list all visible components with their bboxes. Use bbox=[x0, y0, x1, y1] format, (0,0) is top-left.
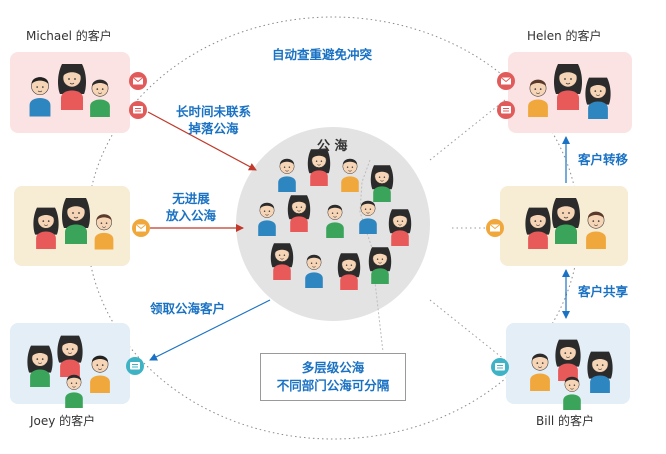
person-figure bbox=[57, 335, 83, 377]
person-figure bbox=[555, 339, 581, 381]
person-figure bbox=[341, 158, 359, 192]
person-figure bbox=[90, 355, 110, 393]
people-bill bbox=[530, 339, 613, 410]
label-share: 客户共享 bbox=[578, 284, 629, 299]
label-no-progress-line1: 无进展 bbox=[172, 191, 210, 206]
message-icon bbox=[129, 101, 147, 119]
person-figure bbox=[528, 79, 548, 117]
person-figure bbox=[326, 204, 344, 238]
arrow-claim-customer bbox=[149, 299, 271, 361]
label-joey-customers: Joey 的客户 bbox=[30, 414, 96, 428]
note-line1: 多层级公海 bbox=[301, 360, 365, 375]
connector-bill bbox=[429, 299, 506, 361]
people-helen bbox=[528, 64, 611, 119]
person-figure bbox=[370, 165, 394, 202]
message-icon bbox=[497, 101, 515, 119]
label-michael-customers: Michael 的客户 bbox=[26, 29, 112, 43]
person-figure bbox=[33, 207, 59, 249]
person-figure bbox=[530, 353, 550, 391]
arrow-drop-to-pool bbox=[147, 111, 257, 171]
message-icon bbox=[126, 357, 144, 375]
mail-icon bbox=[129, 72, 147, 90]
person-figure bbox=[90, 79, 110, 117]
person-figure bbox=[586, 211, 606, 249]
person-figure bbox=[62, 198, 90, 244]
label-claim: 领取公海客户 bbox=[150, 301, 226, 316]
person-figure bbox=[337, 253, 361, 290]
person-figure bbox=[585, 77, 611, 119]
person-figure bbox=[359, 200, 377, 234]
label-bill-customers: Bill 的客户 bbox=[536, 414, 595, 428]
person-figure bbox=[27, 345, 53, 387]
person-figure bbox=[305, 254, 323, 288]
pool-title: 公 海 bbox=[317, 139, 348, 154]
people-pool bbox=[258, 149, 412, 290]
person-figure bbox=[58, 64, 86, 110]
mail-icon bbox=[497, 72, 515, 90]
label-no-progress: 无进展 放入公海 bbox=[166, 190, 216, 224]
person-figure bbox=[388, 209, 412, 246]
person-figure bbox=[307, 149, 331, 186]
person-figure bbox=[65, 374, 83, 408]
mail-icon bbox=[486, 219, 504, 237]
people-middle-left bbox=[33, 198, 114, 250]
person-figure bbox=[270, 243, 294, 280]
message-icon bbox=[491, 358, 509, 376]
person-figure bbox=[554, 64, 582, 110]
person-figure bbox=[94, 214, 114, 250]
person-figure bbox=[287, 195, 311, 232]
person-figure bbox=[29, 77, 51, 117]
people-middle-right bbox=[525, 198, 606, 249]
person-figure bbox=[525, 207, 551, 249]
label-transfer: 客户转移 bbox=[578, 152, 629, 167]
label-long-no-contact-line1: 长时间未联系 bbox=[176, 104, 252, 119]
note-line2: 不同部门公海可分隔 bbox=[276, 378, 390, 393]
label-auto-dedupe: 自动查重避免冲突 bbox=[272, 47, 373, 62]
person-figure bbox=[368, 247, 392, 284]
people-joey bbox=[27, 335, 110, 408]
label-long-no-contact: 长时间未联系 掉落公海 bbox=[176, 103, 251, 137]
connector-helen bbox=[429, 99, 506, 161]
multi-level-pool-note: 多层级公海 不同部门公海可分隔 bbox=[260, 353, 406, 401]
person-figure bbox=[587, 351, 613, 393]
label-helen-customers: Helen 的客户 bbox=[527, 29, 602, 43]
label-long-no-contact-line2: 掉落公海 bbox=[188, 121, 239, 136]
person-figure bbox=[563, 376, 581, 410]
person-figure bbox=[552, 198, 580, 244]
mail-icon bbox=[132, 219, 150, 237]
person-figure bbox=[258, 202, 276, 236]
label-no-progress-line2: 放入公海 bbox=[166, 208, 217, 223]
person-figure bbox=[278, 158, 296, 192]
people-michael bbox=[29, 64, 110, 117]
